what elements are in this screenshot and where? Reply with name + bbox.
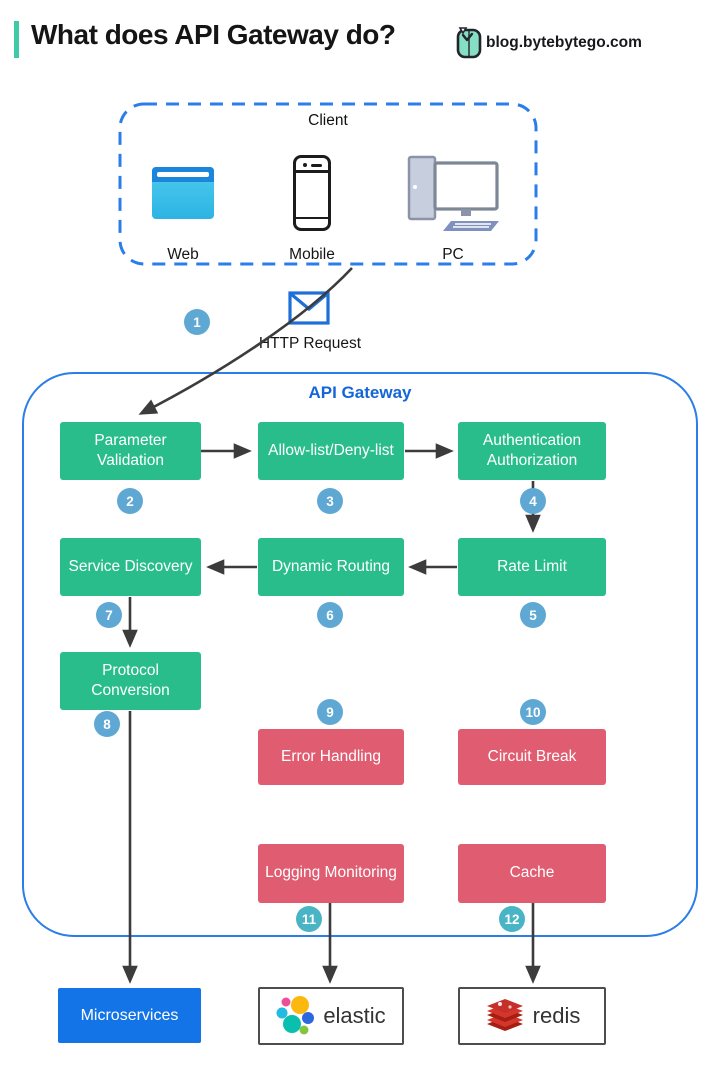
envelope-icon bbox=[288, 291, 330, 325]
redis-wordmark: redis bbox=[532, 1003, 581, 1028]
step-badge-8: 8 bbox=[94, 711, 120, 737]
desktop-icon bbox=[407, 155, 499, 231]
node-dynamic-routing: Dynamic Routing bbox=[258, 538, 404, 596]
page-title: What does API Gateway do? bbox=[31, 19, 396, 50]
node-rate-limit: Rate Limit bbox=[458, 538, 606, 596]
node-allow-deny-list: Allow-list/Deny-list bbox=[258, 422, 404, 480]
step-badge-12: 12 bbox=[499, 906, 525, 932]
elastic-box: elastic bbox=[258, 987, 404, 1045]
node-cache: Cache bbox=[458, 844, 606, 903]
step-badge-5: 5 bbox=[520, 602, 546, 628]
device-label: PC bbox=[442, 246, 464, 263]
step-badge-11: 11 bbox=[296, 906, 322, 932]
node-authentication-authorization: Authentication Authorization bbox=[458, 422, 606, 480]
step-badge-10: 10 bbox=[520, 699, 546, 725]
node-parameter-validation: Parameter Validation bbox=[60, 422, 201, 480]
device-label: Mobile bbox=[289, 246, 335, 263]
redis-box: redis bbox=[458, 987, 606, 1045]
step-badge-7: 7 bbox=[96, 602, 122, 628]
node-error-handling: Error Handling bbox=[258, 729, 404, 785]
microservices-box: Microservices bbox=[58, 988, 201, 1043]
client-title: Client bbox=[308, 112, 348, 129]
node-protocol-conversion: Protocol Conversion bbox=[60, 652, 201, 710]
node-circuit-break: Circuit Break bbox=[458, 729, 606, 785]
step-badge-2: 2 bbox=[117, 488, 143, 514]
title-accent-bar bbox=[14, 21, 19, 58]
node-logging-monitoring: Logging Monitoring bbox=[258, 844, 404, 903]
step-badge-9: 9 bbox=[317, 699, 343, 725]
step-badge-1: 1 bbox=[184, 309, 210, 335]
browser-icon bbox=[152, 167, 214, 219]
bytebytego-logo-icon bbox=[456, 27, 482, 59]
device-pc: PC bbox=[388, 144, 518, 264]
node-service-discovery: Service Discovery bbox=[60, 538, 201, 596]
step-badge-3: 3 bbox=[317, 488, 343, 514]
elastic-logo-icon bbox=[276, 996, 315, 1035]
redis-logo-icon bbox=[486, 999, 523, 1031]
brand: blog.bytebytego.com bbox=[456, 27, 642, 59]
device-mobile: Mobile bbox=[247, 144, 377, 264]
api-gateway-title: API Gateway bbox=[308, 383, 412, 402]
step-badge-6: 6 bbox=[317, 602, 343, 628]
brand-text: blog.bytebytego.com bbox=[486, 34, 642, 51]
client-group: Client Web Mobile bbox=[118, 102, 538, 266]
step-badge-4: 4 bbox=[520, 488, 546, 514]
device-label: Web bbox=[167, 246, 199, 263]
http-request-label: HTTP Request bbox=[258, 335, 362, 352]
elastic-wordmark: elastic bbox=[323, 1003, 386, 1028]
device-web: Web bbox=[118, 144, 248, 264]
smartphone-icon bbox=[293, 155, 331, 231]
